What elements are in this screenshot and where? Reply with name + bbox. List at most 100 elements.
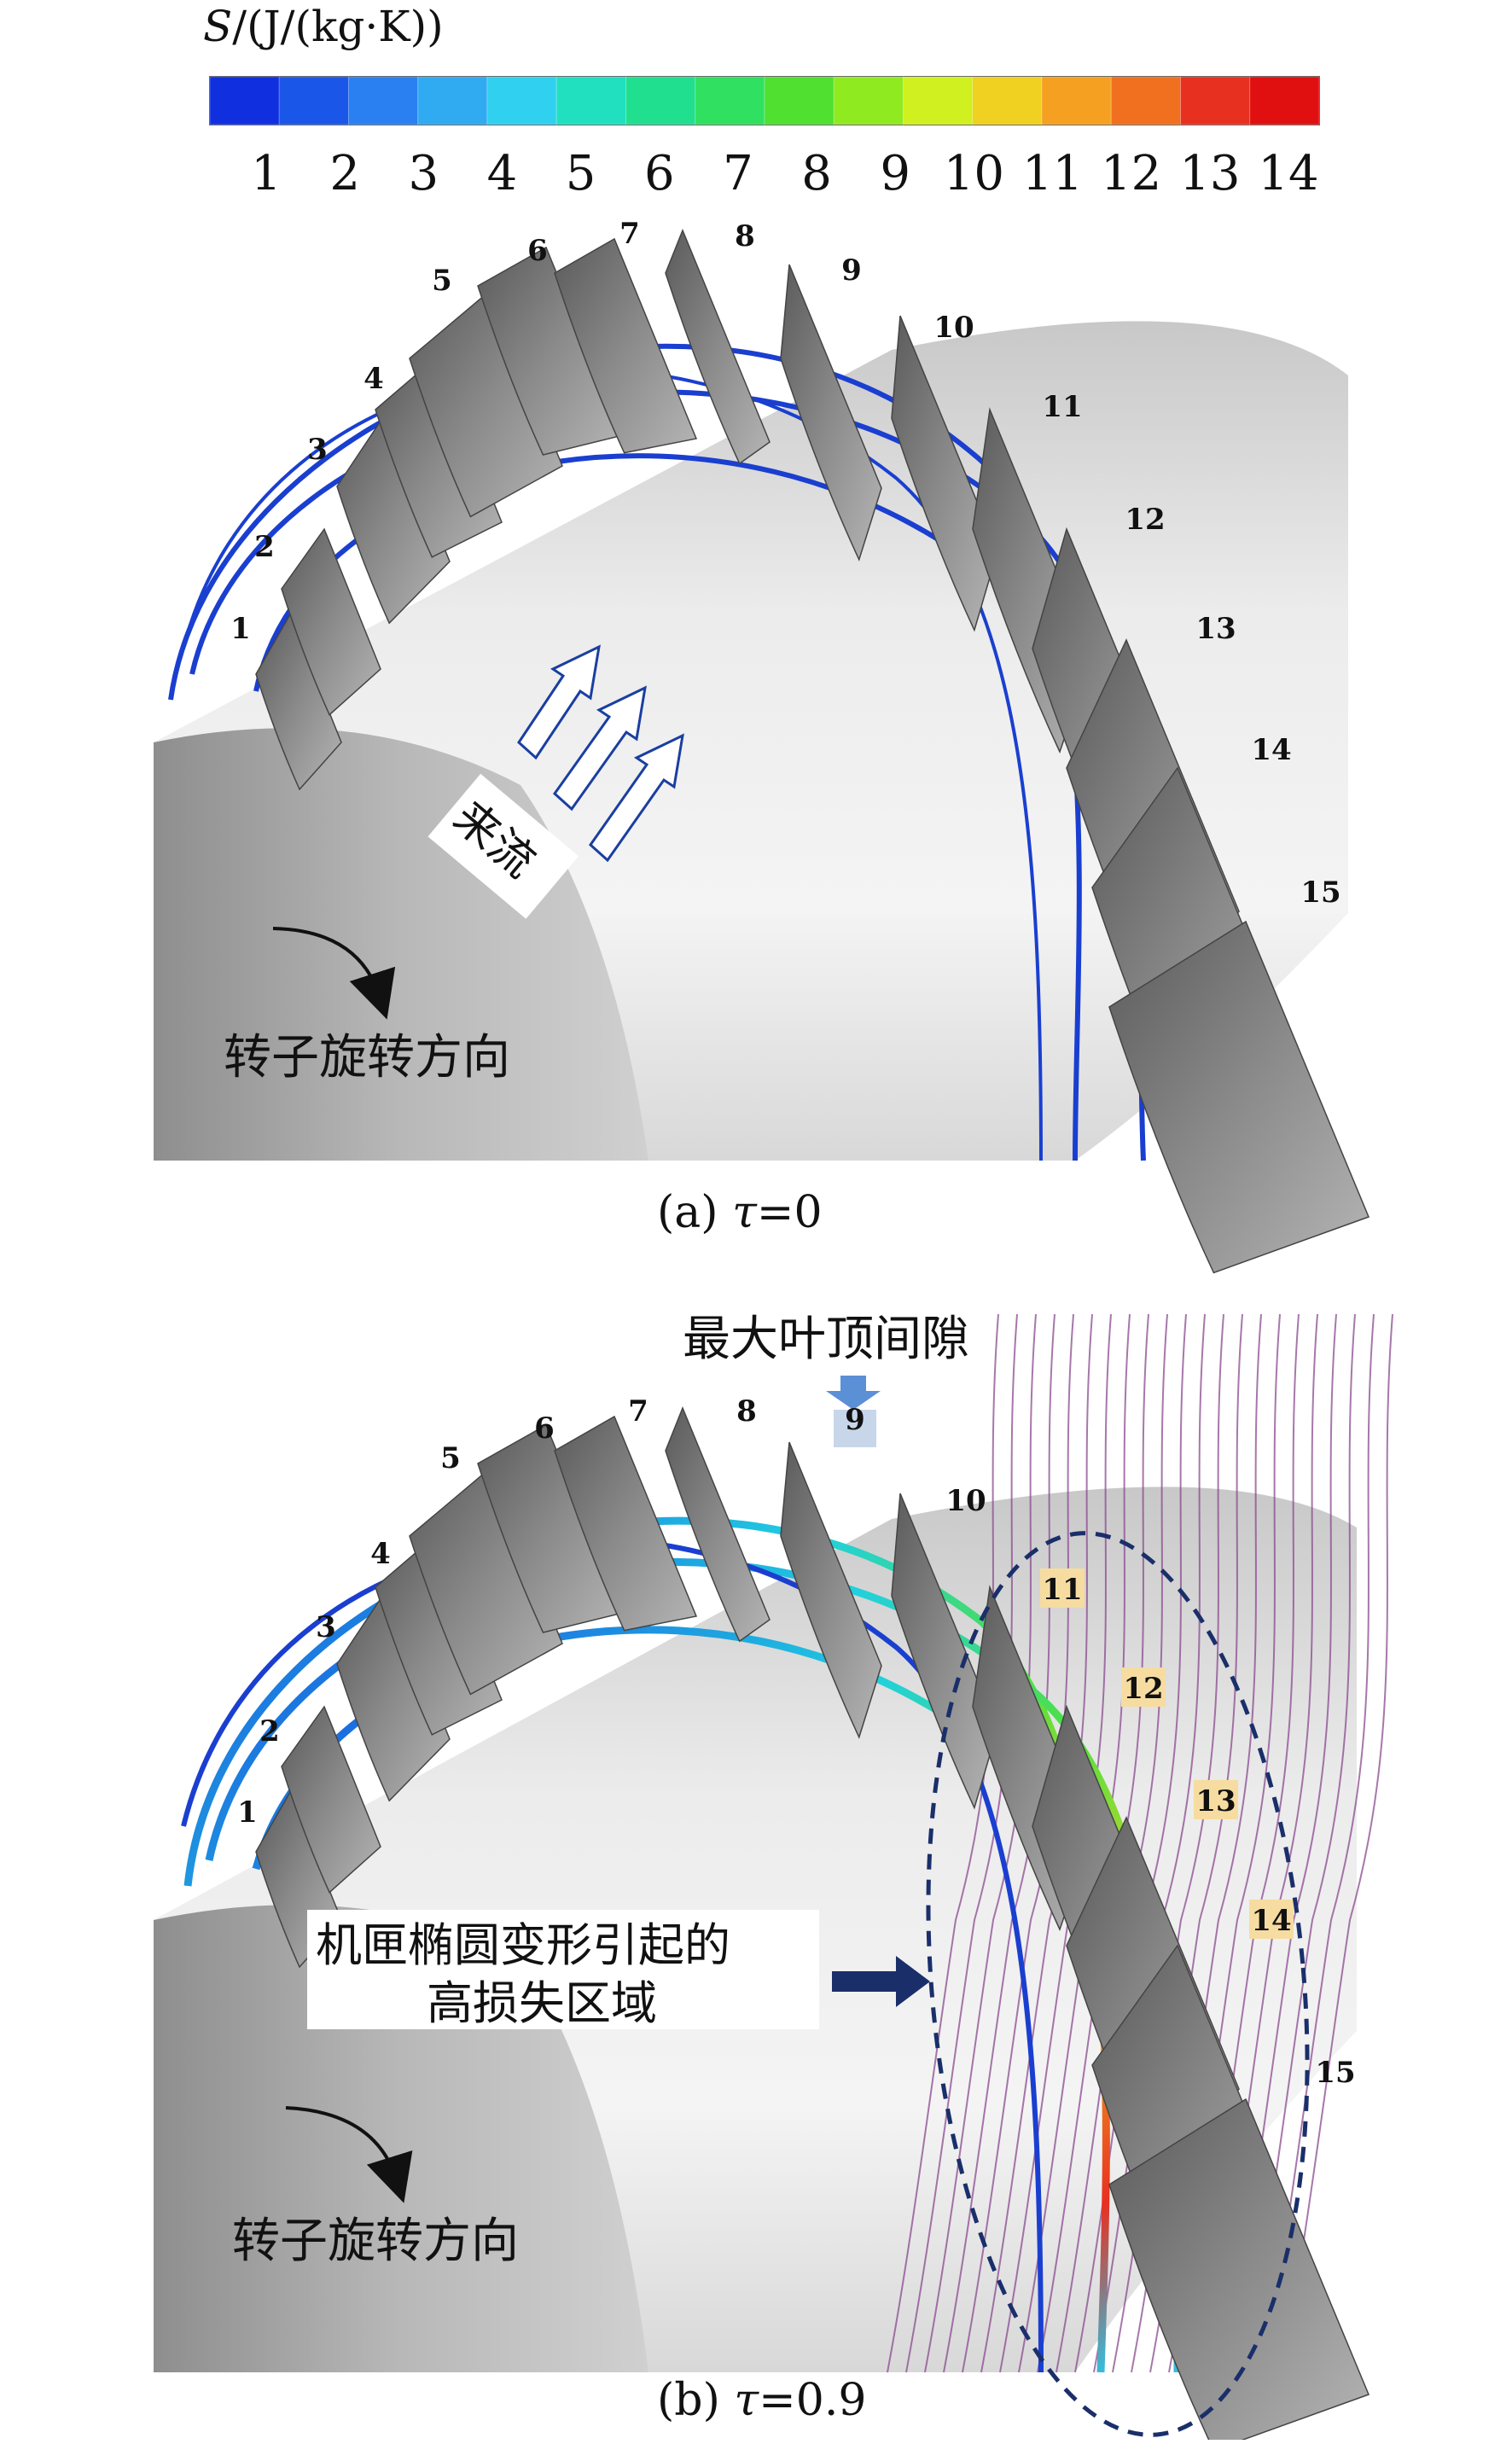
blade-label: 4	[370, 1537, 391, 1571]
loss-arrow	[832, 1956, 930, 2007]
blade-label: 1	[230, 612, 251, 646]
colorbar-segment	[1180, 76, 1251, 125]
colorbar-segment	[903, 76, 974, 125]
high-loss-ellipse	[926, 1531, 1310, 2437]
colorbar-tick-label: 8	[801, 146, 832, 201]
blade-label: 1	[237, 1795, 258, 1830]
blade-label: 4	[363, 362, 384, 396]
blade-label: 10	[933, 311, 974, 345]
colorbar-segment	[1041, 76, 1112, 125]
blade	[1108, 2098, 1370, 2444]
blade-label: 9	[841, 253, 862, 288]
colorbar-tick-label: 9	[880, 146, 910, 201]
colorbar-tick-label: 11	[1022, 146, 1083, 201]
blade-label: 2	[259, 1714, 280, 1749]
blade-label: 5	[440, 1441, 461, 1475]
colorbar-segment	[209, 76, 280, 125]
streamline	[905, 1313, 1018, 2373]
blade-label: 15	[1300, 876, 1340, 910]
blade-label: 14	[1251, 1904, 1291, 1938]
colorbar-segment	[972, 76, 1043, 125]
blade	[554, 237, 698, 454]
colorbar-segment	[555, 76, 626, 125]
colorbar-tick-label: 13	[1179, 146, 1240, 201]
inflow-arrow-3	[589, 733, 684, 863]
max-gap-label: 最大叶顶间隙	[683, 1312, 969, 1367]
colorbar-segment	[695, 76, 765, 125]
colorbar-tick-label: 6	[644, 146, 675, 201]
inflow-arrow-1	[517, 644, 601, 760]
streamline	[887, 1313, 999, 2373]
blades-b	[255, 1406, 1370, 2444]
blade-label-box	[1249, 1900, 1294, 1939]
blade	[1108, 920, 1370, 1274]
colorbar-tick-label: 5	[566, 146, 596, 201]
colorbar-segment	[1249, 76, 1320, 125]
streamline	[962, 1313, 1074, 2373]
blade-label-box	[1040, 1568, 1085, 1608]
loss-label-line1: 机匣椭圆变形引起的	[316, 1918, 730, 1972]
blade-label: 14	[1251, 733, 1291, 767]
loss-label-box	[307, 1910, 819, 2029]
blade-label: 13	[1195, 1784, 1236, 1818]
blade	[554, 1415, 698, 1632]
colorbar-segment	[278, 76, 349, 125]
blade-label: 5	[432, 264, 452, 298]
blade-label: 6	[527, 234, 548, 268]
blade	[665, 1406, 771, 1643]
blades-a	[255, 229, 1370, 1274]
inflow-arrows	[517, 644, 684, 863]
blade	[665, 229, 771, 465]
blade-label: 3	[307, 433, 328, 467]
colorbar-segment	[486, 76, 557, 125]
colorbar-segment	[417, 76, 488, 125]
blade-label: 11	[1042, 1573, 1082, 1607]
colorbar-segment	[348, 76, 419, 125]
blade-label: 8	[736, 1394, 757, 1429]
rotation-arrow-b	[285, 2106, 413, 2203]
blade-label: 7	[619, 217, 640, 251]
blade	[281, 1705, 381, 1894]
colorbar-tick-label: 12	[1101, 146, 1161, 201]
blade-label: 8	[735, 219, 755, 253]
blade-label: 12	[1123, 1672, 1163, 1706]
colorbar-tick-label: 14	[1258, 146, 1318, 201]
inflow-arrow-2	[553, 685, 647, 812]
colorbar-title: S/(J/(kg·K))	[203, 2, 444, 51]
streamline	[1093, 1313, 1206, 2373]
colorbar-tick-label: 2	[329, 146, 360, 201]
blade	[780, 1441, 882, 1739]
colorbar-segment	[764, 76, 835, 125]
colorbar-segment	[625, 76, 696, 125]
blade-label: 15	[1315, 2056, 1355, 2090]
colorbar-segment	[833, 76, 904, 125]
streamline	[924, 1313, 1037, 2373]
rotation-label-b: 转子旋转方向	[232, 2214, 519, 2269]
blade-label: 3	[316, 1610, 336, 1644]
colorbar-tick-label: 10	[944, 146, 1004, 201]
blade	[780, 264, 882, 562]
blade-label: 10	[945, 1484, 986, 1518]
colorbar-tick-label: 4	[487, 146, 518, 201]
caption-b: (b) τ=0.9	[657, 2375, 866, 2426]
blade-label-box	[1121, 1667, 1166, 1707]
colorbar-tick-label: 3	[408, 146, 439, 201]
blade-label: 12	[1125, 503, 1165, 537]
colorbar-tick-label: 7	[723, 146, 753, 201]
blade	[281, 527, 381, 716]
colorbar-tick-label: 1	[251, 146, 282, 201]
blade-label: 13	[1195, 612, 1236, 646]
blade-label-box	[1194, 1780, 1238, 1819]
max-gap-arrow	[826, 1376, 881, 1410]
blade-label: 2	[254, 530, 275, 564]
blade-label: 9	[845, 1403, 865, 1437]
blade-label: 11	[1042, 390, 1082, 424]
blade-label: 6	[534, 1411, 555, 1446]
colorbar-segment	[1110, 76, 1181, 125]
